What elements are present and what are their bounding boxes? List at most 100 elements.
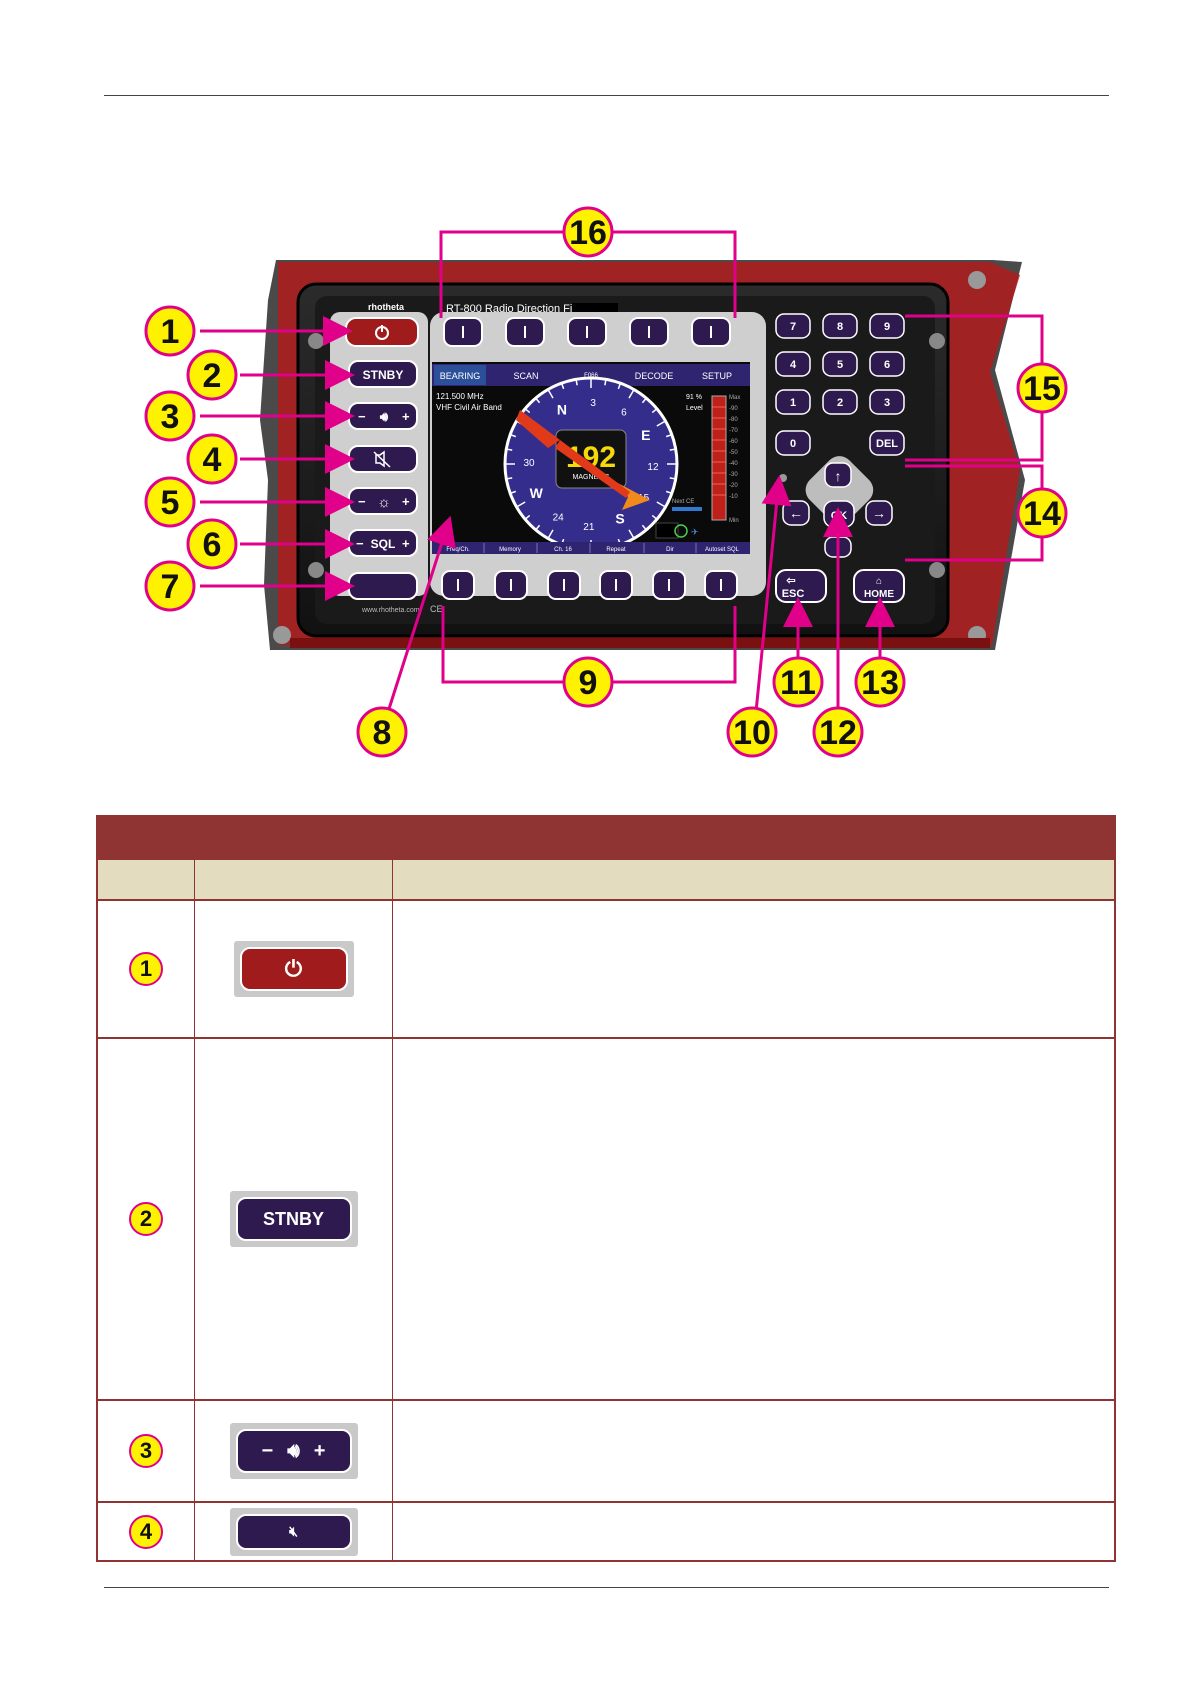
meter-tick-label: -20 xyxy=(729,483,738,489)
key-2[interactable]: 2 xyxy=(822,389,858,415)
key-4[interactable]: 4 xyxy=(775,351,811,377)
top-softkey-2[interactable] xyxy=(505,317,545,347)
blank-left-button[interactable] xyxy=(348,572,418,600)
bottom-softkey-4[interactable] xyxy=(599,570,633,600)
compass-number: 12 xyxy=(647,462,659,473)
table-row: 4 🔇︎ xyxy=(98,1503,1114,1560)
key-1[interactable]: 1 xyxy=(775,389,811,415)
controls-table: 1 ⏻ 2 STNBY 3 − 🔊︎ + xyxy=(96,815,1116,1562)
bottom-softkey-3[interactable] xyxy=(547,570,581,600)
callout-8: 8 xyxy=(356,706,408,758)
bottom-softkey-5[interactable] xyxy=(652,570,686,600)
delete-key[interactable]: DEL xyxy=(869,430,905,456)
callout-12: 12 xyxy=(812,706,864,758)
bearing-mode: MAGNETIC xyxy=(573,474,610,481)
callout-15: 15 xyxy=(1016,362,1068,414)
key-7[interactable]: 7 xyxy=(775,313,811,339)
brand-logo: rhotheta xyxy=(368,302,405,312)
brightness-button[interactable]: − ☼ + xyxy=(348,487,418,515)
nav-right-button[interactable]: → xyxy=(865,500,893,526)
volume-button[interactable]: − 🔊︎ + xyxy=(348,402,418,430)
svg-text:1: 1 xyxy=(790,397,796,409)
svg-text:91 %: 91 % xyxy=(686,394,702,401)
svg-text:3: 3 xyxy=(884,397,890,409)
meter-tick-label: -50 xyxy=(729,450,738,456)
table-row: 3 − 🔊︎ + xyxy=(98,1401,1114,1503)
screen-tab-5: SETUP xyxy=(702,371,732,381)
svg-text:4: 4 xyxy=(203,441,222,479)
meter-tick-label: -90 xyxy=(729,406,738,412)
table-row: 2 STNBY xyxy=(98,1039,1114,1401)
bottom-softkey-1[interactable] xyxy=(441,570,475,600)
meter-tick-label: -10 xyxy=(729,494,738,500)
website-text: www.rhotheta.com xyxy=(361,607,420,614)
nav-left-button[interactable]: ← xyxy=(782,500,810,526)
standby-button-sample: STNBY xyxy=(229,1191,358,1247)
svg-text:14: 14 xyxy=(1023,495,1061,533)
nav-up-button[interactable]: ↑ xyxy=(824,462,852,488)
standby-button[interactable]: STNBY xyxy=(348,360,418,388)
compass-number: 24 xyxy=(553,513,565,524)
top-softkey-3[interactable] xyxy=(567,317,607,347)
compass-number: 30 xyxy=(523,458,535,469)
svg-text:1: 1 xyxy=(161,313,180,351)
screen-tab-1: BEARING xyxy=(440,371,481,381)
top-softkey-4[interactable] xyxy=(629,317,669,347)
home-button[interactable]: ⌂ HOME xyxy=(853,569,905,603)
mute-button[interactable] xyxy=(348,445,418,473)
svg-text:6: 6 xyxy=(203,526,222,564)
top-softkeys xyxy=(443,317,731,347)
key-5[interactable]: 5 xyxy=(822,351,858,377)
svg-text:10: 10 xyxy=(733,714,771,752)
meter-tick-label: -80 xyxy=(729,417,738,423)
svg-text:12: 12 xyxy=(819,714,857,752)
svg-text:HOME: HOME xyxy=(864,589,894,600)
key-6[interactable]: 6 xyxy=(869,351,905,377)
back-arrow-icon: ⇦ xyxy=(785,575,795,587)
svg-text:13: 13 xyxy=(861,664,899,702)
meter-tick-label: -70 xyxy=(729,428,738,434)
bottom-softkey-2[interactable] xyxy=(494,570,528,600)
callout-5: 5 xyxy=(144,476,196,528)
svg-text:9: 9 xyxy=(579,664,598,702)
svg-text:+: + xyxy=(402,494,410,509)
callout-7: 7 xyxy=(144,560,196,612)
callout-14: 14 xyxy=(1016,487,1068,539)
compass-cardinal: E xyxy=(641,427,650,443)
svg-text:2: 2 xyxy=(837,397,843,409)
screen-softkey-label: Freq/Ch. xyxy=(446,547,470,553)
svg-text:7: 7 xyxy=(161,568,180,606)
svg-text:8: 8 xyxy=(373,714,392,752)
svg-text:Max: Max xyxy=(729,395,740,401)
key-9[interactable]: 9 xyxy=(869,313,905,339)
screen-softkey-label: Autoset SQL xyxy=(705,547,740,553)
top-softkey-1[interactable] xyxy=(443,317,483,347)
frequency-text: 121.500 MHz xyxy=(436,392,484,401)
svg-text:Min: Min xyxy=(729,518,739,524)
device-front-panel-figure: rhotheta RT-800 Radio Direction Finder w… xyxy=(144,206,1068,758)
screen-softkey-label: Memory xyxy=(499,547,521,553)
mute-icon xyxy=(373,450,391,468)
top-softkey-5[interactable] xyxy=(691,317,731,347)
speaker-icon: 🔊︎ xyxy=(287,1439,300,1462)
screen-softkey-label: Ch. 16 xyxy=(554,547,572,553)
compass-rose: NESW36121521243033 192 MAGNETIC F066 xyxy=(503,373,679,552)
footer-rule xyxy=(104,1587,1109,1588)
svg-text:15: 15 xyxy=(1023,370,1061,408)
svg-text:F066: F066 xyxy=(584,373,598,379)
esc-button[interactable]: ⇦ ESC xyxy=(775,569,827,603)
row-number-badge: 3 xyxy=(129,1434,163,1468)
squelch-button[interactable]: − SQL + xyxy=(348,529,418,557)
row-number-badge: 1 xyxy=(129,952,163,986)
volume-button-sample: − 🔊︎ + xyxy=(229,1423,358,1479)
standby-label: STNBY xyxy=(363,368,404,382)
callout-6: 6 xyxy=(186,518,238,570)
key-8[interactable]: 8 xyxy=(822,313,858,339)
key-3[interactable]: 3 xyxy=(869,389,905,415)
power-button[interactable] xyxy=(345,317,419,347)
bottom-softkey-6[interactable] xyxy=(704,570,738,600)
svg-text:0: 0 xyxy=(790,438,796,450)
key-0[interactable]: 0 xyxy=(775,430,811,456)
